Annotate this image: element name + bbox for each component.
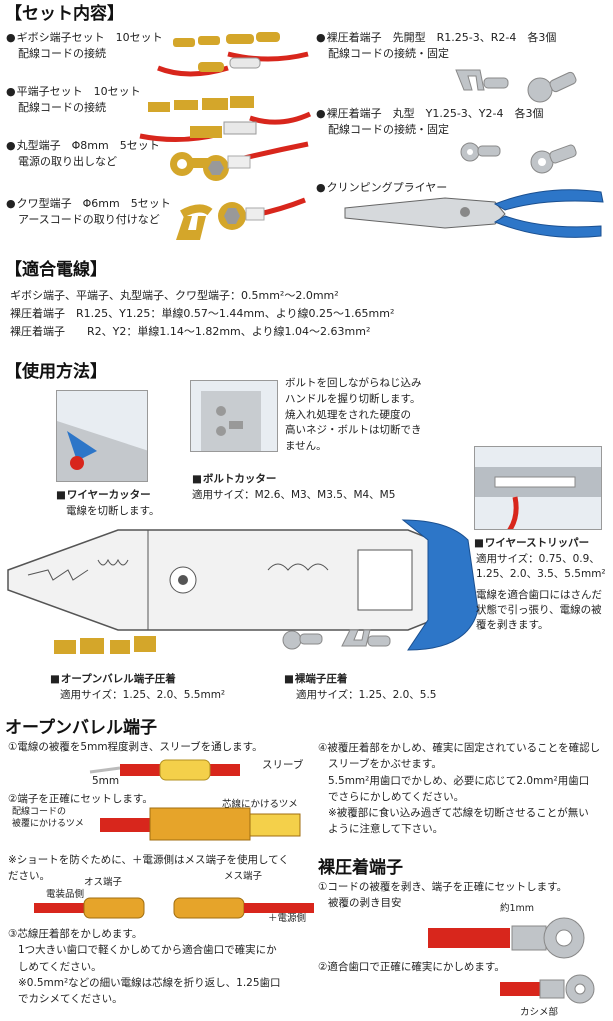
label-1mm: 約1mm — [500, 903, 535, 914]
label-male: オス端子 — [84, 877, 123, 888]
bare-crimp-sizes: 適用サイズ：1.25、2.0、5.5 — [296, 689, 437, 701]
wire-stripper-desc: 電線を適合歯口にはさんだ状態で引っ張り、電線の被覆を剥きます。 — [476, 589, 602, 632]
male-female-terminal-image — [34, 897, 314, 919]
bare-step1: ①コードの被覆を剥き、端子を正確にセットします。 被覆の剥き目安 — [318, 881, 568, 909]
wire-line-3: 裸圧着端子 R2、Y2：単線1.14〜1.82mm、より線1.04〜2.63mm… — [10, 325, 371, 338]
step1-wire-image — [89, 759, 240, 781]
item-fork-desc: アースコードの取り付けなど — [18, 213, 160, 226]
bare-step2: ②適合歯口で正確に確実にかしめます。 — [318, 961, 505, 973]
bare-y-terminal-image — [460, 142, 577, 174]
label-sleeve: スリーブ — [262, 759, 304, 771]
bare-sample-image — [282, 629, 391, 650]
bare-step2-image — [500, 974, 595, 1004]
wire-line-1: ギボシ端子、平端子、丸型端子、クワ型端子：0.5mm²〜2.0mm² — [10, 289, 339, 302]
item-fork-title: クワ型端子 Φ6mm 5セット — [6, 196, 171, 212]
wire-cutter-title: ワイヤーカッター — [56, 488, 151, 503]
wire-stripper-title: ワイヤーストリッパー — [474, 536, 589, 551]
bolt-cutter-detail-panel — [190, 380, 278, 452]
bare-r-terminal-image — [455, 69, 577, 103]
bare-crimp-title: 裸端子圧着 — [284, 672, 348, 687]
item-flat-desc: 配線コードの接続 — [18, 101, 106, 114]
flat-terminal-image — [139, 96, 312, 143]
open-barrel-step4: ④被覆圧着部をかしめ、確実に固定されていることを確認し スリーブをかぶせます。 … — [318, 742, 601, 836]
open-barrel-step1: ①電線の被覆を5mm程度剥き、スリーブを通します。 — [8, 741, 263, 753]
open-barrel-crimp-sizes: 適用サイズ：1.25、2.0、5.5mm² — [60, 689, 226, 701]
open-barrel-sample-image — [54, 636, 156, 654]
item-gibosi-desc: 配線コードの接続 — [18, 47, 106, 60]
label-electrical-side: 電装品側 — [46, 889, 85, 900]
bolt-cutter-sizes: 適用サイズ：M2.6、M3、M3.5、M4、M5 — [192, 489, 396, 501]
bolt-cutter-title: ボルトカッター — [192, 472, 277, 487]
bolt-note: ボルトを回しながらねじ込みハンドルを握り切断します。焼入れ処理をされた硬度の高い… — [285, 377, 422, 452]
wire-cutter-detail-panel — [56, 390, 148, 482]
label-power-side: ＋電源側 — [268, 913, 307, 924]
label-crimp-part: カシメ部 — [520, 1007, 559, 1018]
wire-stripper-sizes: 適用サイズ：0.75、0.9、1.25、2.0、3.5、5.5mm² — [476, 553, 606, 581]
item-gibosi-title: ギボシ端子セット 10セット — [6, 30, 163, 46]
open-barrel-crimp-title: オープンバレル端子圧着 — [50, 672, 176, 687]
section-bare: 裸圧着端子 — [318, 858, 403, 878]
wire-stripper-detail-panel — [474, 446, 602, 530]
crimping-plier-image — [344, 189, 604, 238]
item-flat-title: 平端子セット 10セット — [6, 84, 141, 100]
gibosi-terminal-image — [157, 32, 309, 77]
item-round-title: 丸型端子 Φ8mm 5セット — [6, 138, 160, 154]
label-core-claw: 芯線にかけるツメ — [222, 799, 298, 810]
section-open-barrel: オープンバレル端子 — [5, 718, 157, 738]
section-usage: 【使用方法】 — [5, 362, 107, 382]
section-set-contents: 【セット内容】 — [5, 4, 124, 24]
item-round-desc: 電源の取り出しなど — [18, 155, 117, 168]
item-bare-y-title: 裸圧着端子 丸型 Y1.25-3、Y2-4 各3個 — [316, 106, 544, 122]
item-bare-r-title: 裸圧着端子 先開型 R1.25-3、R2-4 各3個 — [316, 30, 557, 46]
bare-step1-image — [428, 917, 585, 959]
item-bare-r-desc: 配線コードの接続・固定 — [328, 47, 449, 60]
fork-terminal-image — [176, 197, 306, 240]
note-short: ※ショートを防ぐために、＋電源側はメス端子を使用してください。 — [8, 854, 289, 883]
open-barrel-step3: ③芯線圧着部をかしめます。 1つ大きい歯口で軽くかしめてから適合歯口で確実にか … — [8, 928, 281, 1006]
label-female: メス端子 — [224, 871, 263, 882]
label-cover-claw: 配線コードの被覆にかけるツメ — [12, 807, 84, 830]
label-5mm: 5mm — [92, 775, 120, 787]
wire-line-2: 裸圧着端子 R1.25、Y1.25：単線0.57〜1.44mm、より線0.25〜… — [10, 307, 395, 320]
section-wire: 【適合電線】 — [5, 260, 107, 280]
item-pliers-title: クリンピングプライヤー — [316, 180, 448, 196]
item-bare-y-desc: 配線コードの接続・固定 — [328, 123, 449, 136]
step2-terminal-image — [100, 807, 301, 841]
open-barrel-step2: ②端子を正確にセットします。 — [8, 793, 153, 805]
wire-cutter-desc: 電線を切断します。 — [66, 505, 160, 517]
round-terminal-image — [170, 141, 309, 181]
crimping-plier-main-diagram — [7, 519, 479, 651]
